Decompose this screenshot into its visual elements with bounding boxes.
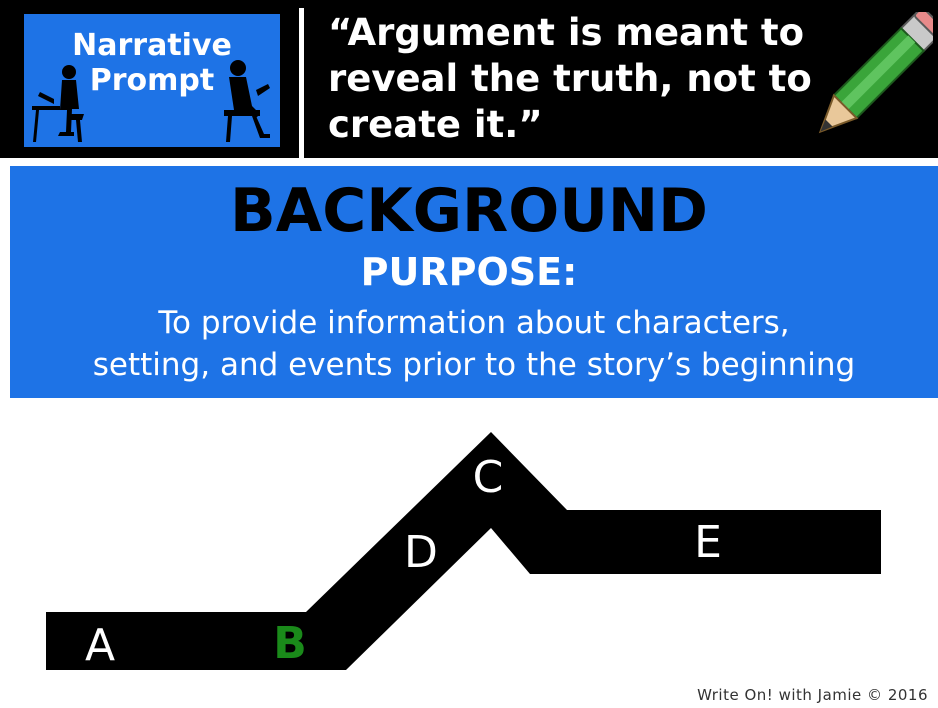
plot-label-a: A: [85, 620, 115, 671]
plot-label-c: C: [473, 452, 504, 503]
pencil-icon: [818, 12, 933, 134]
purpose-label: PURPOSE:: [360, 250, 578, 294]
readers-silhouette-icon: [32, 60, 270, 142]
purpose-description-line2: setting, and events prior to the story’s…: [92, 347, 856, 383]
badge-label-line2: Prompt: [89, 63, 215, 98]
narrative-prompt-badge: Narrative Prompt: [24, 14, 280, 147]
plot-diagram: A B D C E: [46, 432, 881, 671]
plot-shape: [46, 432, 881, 670]
purpose-description: To provide information about characters,…: [10, 302, 938, 386]
header-separator: [0, 158, 938, 162]
plot-label-d: D: [404, 527, 438, 578]
section-title: BACKGROUND: [230, 176, 708, 246]
copyright-credit: Write On! with Jamie © 2016: [697, 686, 928, 704]
quote-text: “Argument is meant to reveal the truth, …: [328, 11, 812, 146]
background-band: [10, 166, 938, 398]
plot-label-b: B: [273, 618, 307, 669]
badge-label: Narrative Prompt: [24, 28, 280, 98]
header-divider: [299, 8, 304, 158]
plot-label-e: E: [694, 517, 722, 568]
badge-label-line1: Narrative: [72, 28, 232, 63]
purpose-description-line1: To provide information about characters,: [158, 305, 790, 341]
